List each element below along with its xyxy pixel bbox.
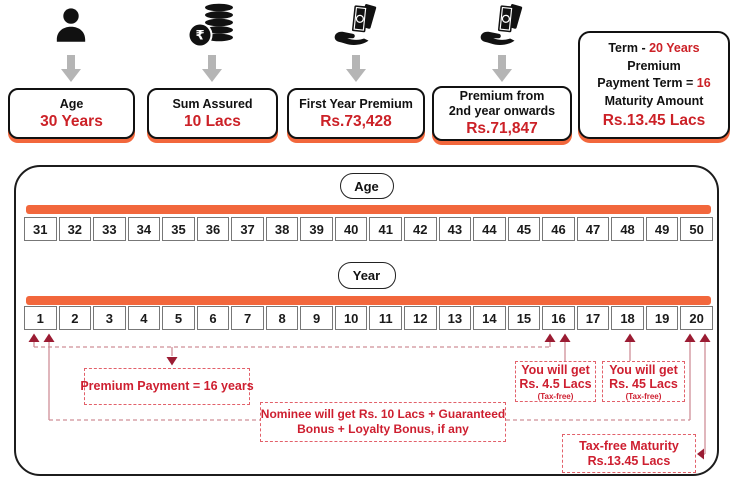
down-arrow-icon — [492, 55, 512, 82]
first-year-premium-card: First Year Premium Rs.73,428 — [287, 88, 425, 139]
year-cell: 11 — [369, 306, 403, 330]
age-cell: 45 — [507, 217, 541, 241]
renewal-premium-title-line2: 2nd year onwards — [448, 104, 556, 118]
renewal-premium-title-line1: Premium from — [459, 89, 545, 103]
year-cell: 5 — [162, 306, 195, 330]
year-cell: 9 — [300, 306, 333, 330]
down-arrow-icon — [61, 55, 81, 82]
year-cell: 12 — [404, 306, 437, 330]
sum-assured-value: 10 Lacs — [184, 112, 241, 130]
age-card: Age 30 Years — [8, 88, 135, 139]
first-year-premium-title: First Year Premium — [299, 96, 413, 111]
age-cell: 48 — [611, 217, 644, 241]
year-cell: 1 — [24, 306, 57, 330]
age-cell: 47 — [576, 217, 610, 241]
age-cell: 34 — [127, 217, 161, 241]
tax-free-maturity-note: Tax-free Maturity Rs.13.45 Lacs — [562, 434, 696, 473]
age-cell: 46 — [542, 217, 575, 241]
age-cell: 31 — [24, 217, 57, 241]
year-cell: 14 — [473, 306, 506, 330]
age-cell: 50 — [680, 217, 713, 241]
year-cell: 4 — [127, 306, 161, 330]
renewal-premium-card: Premium from 2nd year onwards Rs.71,847 — [432, 86, 572, 141]
year-cell: 2 — [58, 306, 92, 330]
year-cell: 16 — [542, 306, 575, 330]
year-cell: 19 — [645, 306, 679, 330]
money-in-hand-icon — [476, 2, 528, 50]
sum-assured-card: Sum Assured 10 Lacs — [147, 88, 278, 139]
first-year-premium-value: Rs.73,428 — [320, 112, 392, 130]
payout-year16-note: You will get Rs. 4.5 Lacs (Tax-free) — [515, 361, 596, 402]
sum-assured-title: Sum Assured — [172, 96, 253, 111]
age-cell: 42 — [404, 217, 437, 241]
down-arrow-icon — [346, 55, 366, 82]
term-line: Premium — [627, 58, 681, 73]
age-cell: 44 — [473, 217, 506, 241]
down-arrow-icon — [202, 55, 222, 82]
age-cell: 43 — [438, 217, 472, 241]
age-row-bar — [26, 205, 711, 214]
premium-payment-note: Premium Payment = 16 years — [80, 368, 254, 405]
age-cell: 33 — [93, 217, 126, 241]
age-cell: 37 — [231, 217, 264, 241]
year-cell: 17 — [576, 306, 610, 330]
rupee-coins-icon: ₹ — [186, 2, 238, 50]
year-cell: 10 — [334, 306, 368, 330]
age-cell: 36 — [196, 217, 230, 241]
age-cell: 38 — [265, 217, 299, 241]
term-summary-card: Term - 20 Years Premium Payment Term = 1… — [578, 31, 730, 139]
year-cell: 3 — [93, 306, 126, 330]
year-cell: 7 — [231, 306, 264, 330]
age-cell: 40 — [334, 217, 368, 241]
maturity-amount-value: Rs.13.45 Lacs — [602, 112, 706, 130]
age-cell: 32 — [58, 217, 92, 241]
year-row-label: Year — [337, 262, 396, 289]
year-cell: 20 — [680, 306, 713, 330]
age-card-value: 30 Years — [40, 112, 103, 130]
year-cell: 8 — [265, 306, 299, 330]
year-cell: 18 — [611, 306, 644, 330]
renewal-premium-value: Rs.71,847 — [466, 120, 538, 137]
payout-year18-note: You will get Rs. 45 Lacs (Tax-free) — [602, 361, 685, 402]
term-line: Term - 20 Years — [608, 41, 700, 56]
person-icon — [46, 2, 96, 50]
year-cell: 13 — [438, 306, 472, 330]
year-row-bar — [26, 296, 711, 305]
svg-text:₹: ₹ — [195, 29, 204, 44]
year-cell: 15 — [507, 306, 541, 330]
nominee-benefit-note: Nominee will get Rs. 10 Lacs + Guarantee… — [260, 402, 506, 442]
year-cell: 6 — [196, 306, 230, 330]
money-in-hand-icon — [330, 2, 382, 50]
age-cell: 41 — [369, 217, 403, 241]
age-row-label: Age — [339, 173, 394, 199]
age-cell: 35 — [162, 217, 195, 241]
age-cell: 39 — [300, 217, 333, 241]
term-line: Maturity Amount — [604, 93, 704, 108]
age-cell: 49 — [645, 217, 679, 241]
term-line: Payment Term = 16 — [597, 76, 711, 91]
age-card-title: Age — [59, 96, 84, 111]
